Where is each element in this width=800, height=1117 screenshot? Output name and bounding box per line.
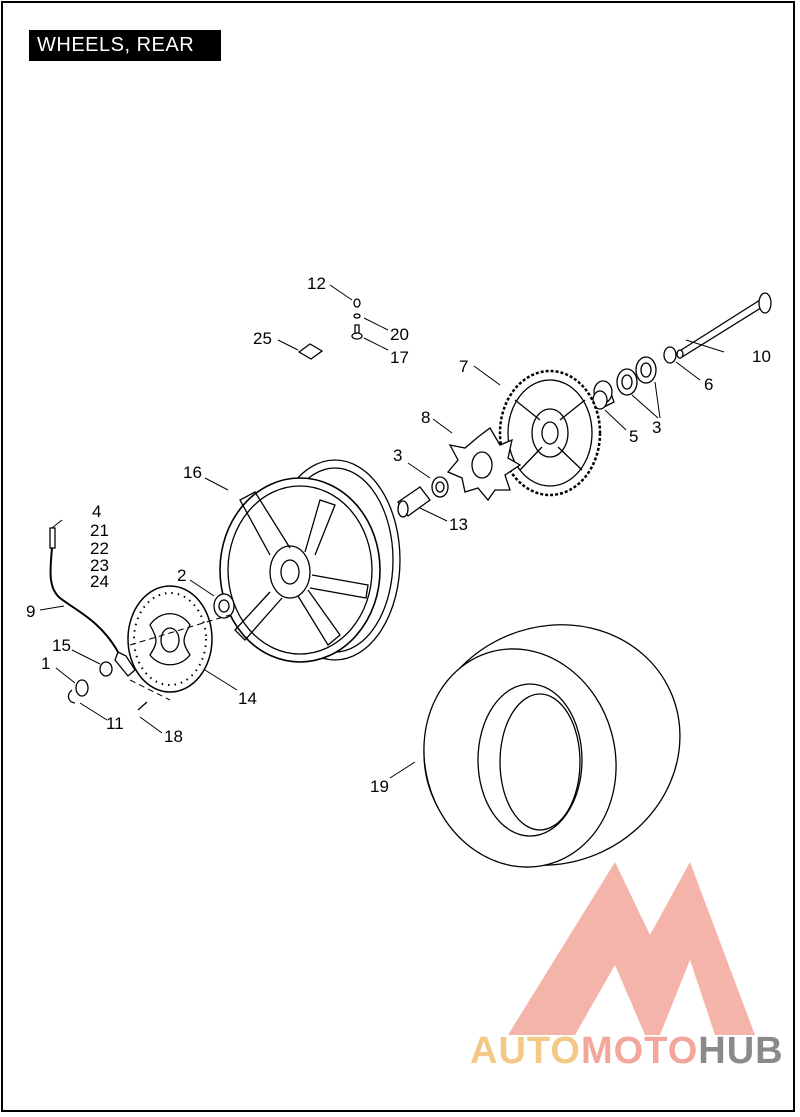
spacer-5 — [592, 380, 615, 410]
spacer-6 — [663, 346, 677, 364]
callout-4: 4 — [92, 502, 101, 521]
bearing-3-outer — [616, 356, 657, 396]
watermark-text-part3: HUB — [698, 1030, 784, 1072]
callout-19: 19 — [370, 777, 389, 796]
balance-weight — [297, 343, 324, 360]
abs-sensor-assembly — [49, 527, 148, 711]
callout-16: 16 — [183, 463, 202, 482]
bearing-2 — [213, 593, 235, 619]
callout-5: 5 — [629, 427, 638, 446]
axle — [676, 292, 772, 359]
callout-8: 8 — [421, 408, 430, 427]
spacer-13 — [397, 486, 431, 518]
callout-23: 23 — [90, 556, 109, 575]
callout-20: 20 — [390, 325, 409, 344]
callout-17: 17 — [390, 348, 409, 367]
valve-stem — [351, 298, 363, 340]
rear-sprocket — [498, 369, 602, 497]
watermark-text: AUTOMOTOHUB — [470, 1030, 784, 1073]
rear-wheel — [219, 459, 401, 663]
watermark-text-part1: AUTO — [470, 1030, 581, 1072]
callout-1: 1 — [41, 654, 50, 673]
page-title: WHEELS, REAR — [29, 30, 221, 61]
callout-2: 2 — [177, 566, 186, 585]
callout-13: 13 — [449, 515, 468, 534]
cush-drive-damper — [446, 427, 522, 502]
callout-12: 12 — [307, 274, 326, 293]
callout-10: 10 — [752, 347, 771, 366]
callout-15: 15 — [52, 636, 71, 655]
callout-9: 9 — [26, 602, 35, 621]
callout-24: 24 — [90, 572, 109, 591]
callout-11: 11 — [106, 714, 124, 733]
callout-21: 21 — [90, 521, 109, 540]
callout-3b: 3 — [652, 418, 661, 437]
bearing-3-inner — [431, 476, 449, 498]
callout-25: 25 — [253, 329, 272, 348]
callout-3a: 3 — [393, 446, 402, 465]
callout-18: 18 — [164, 727, 183, 746]
callout-14: 14 — [238, 689, 257, 708]
watermark-logo-icon — [508, 862, 755, 1035]
watermark-text-part2: MOTO — [580, 1030, 699, 1072]
rear-tire — [423, 624, 681, 868]
brake-rotor — [127, 585, 213, 693]
leader-lines — [39, 284, 725, 779]
callout-6: 6 — [704, 375, 713, 394]
callout-7: 7 — [459, 357, 468, 376]
callout-22: 22 — [90, 539, 109, 558]
